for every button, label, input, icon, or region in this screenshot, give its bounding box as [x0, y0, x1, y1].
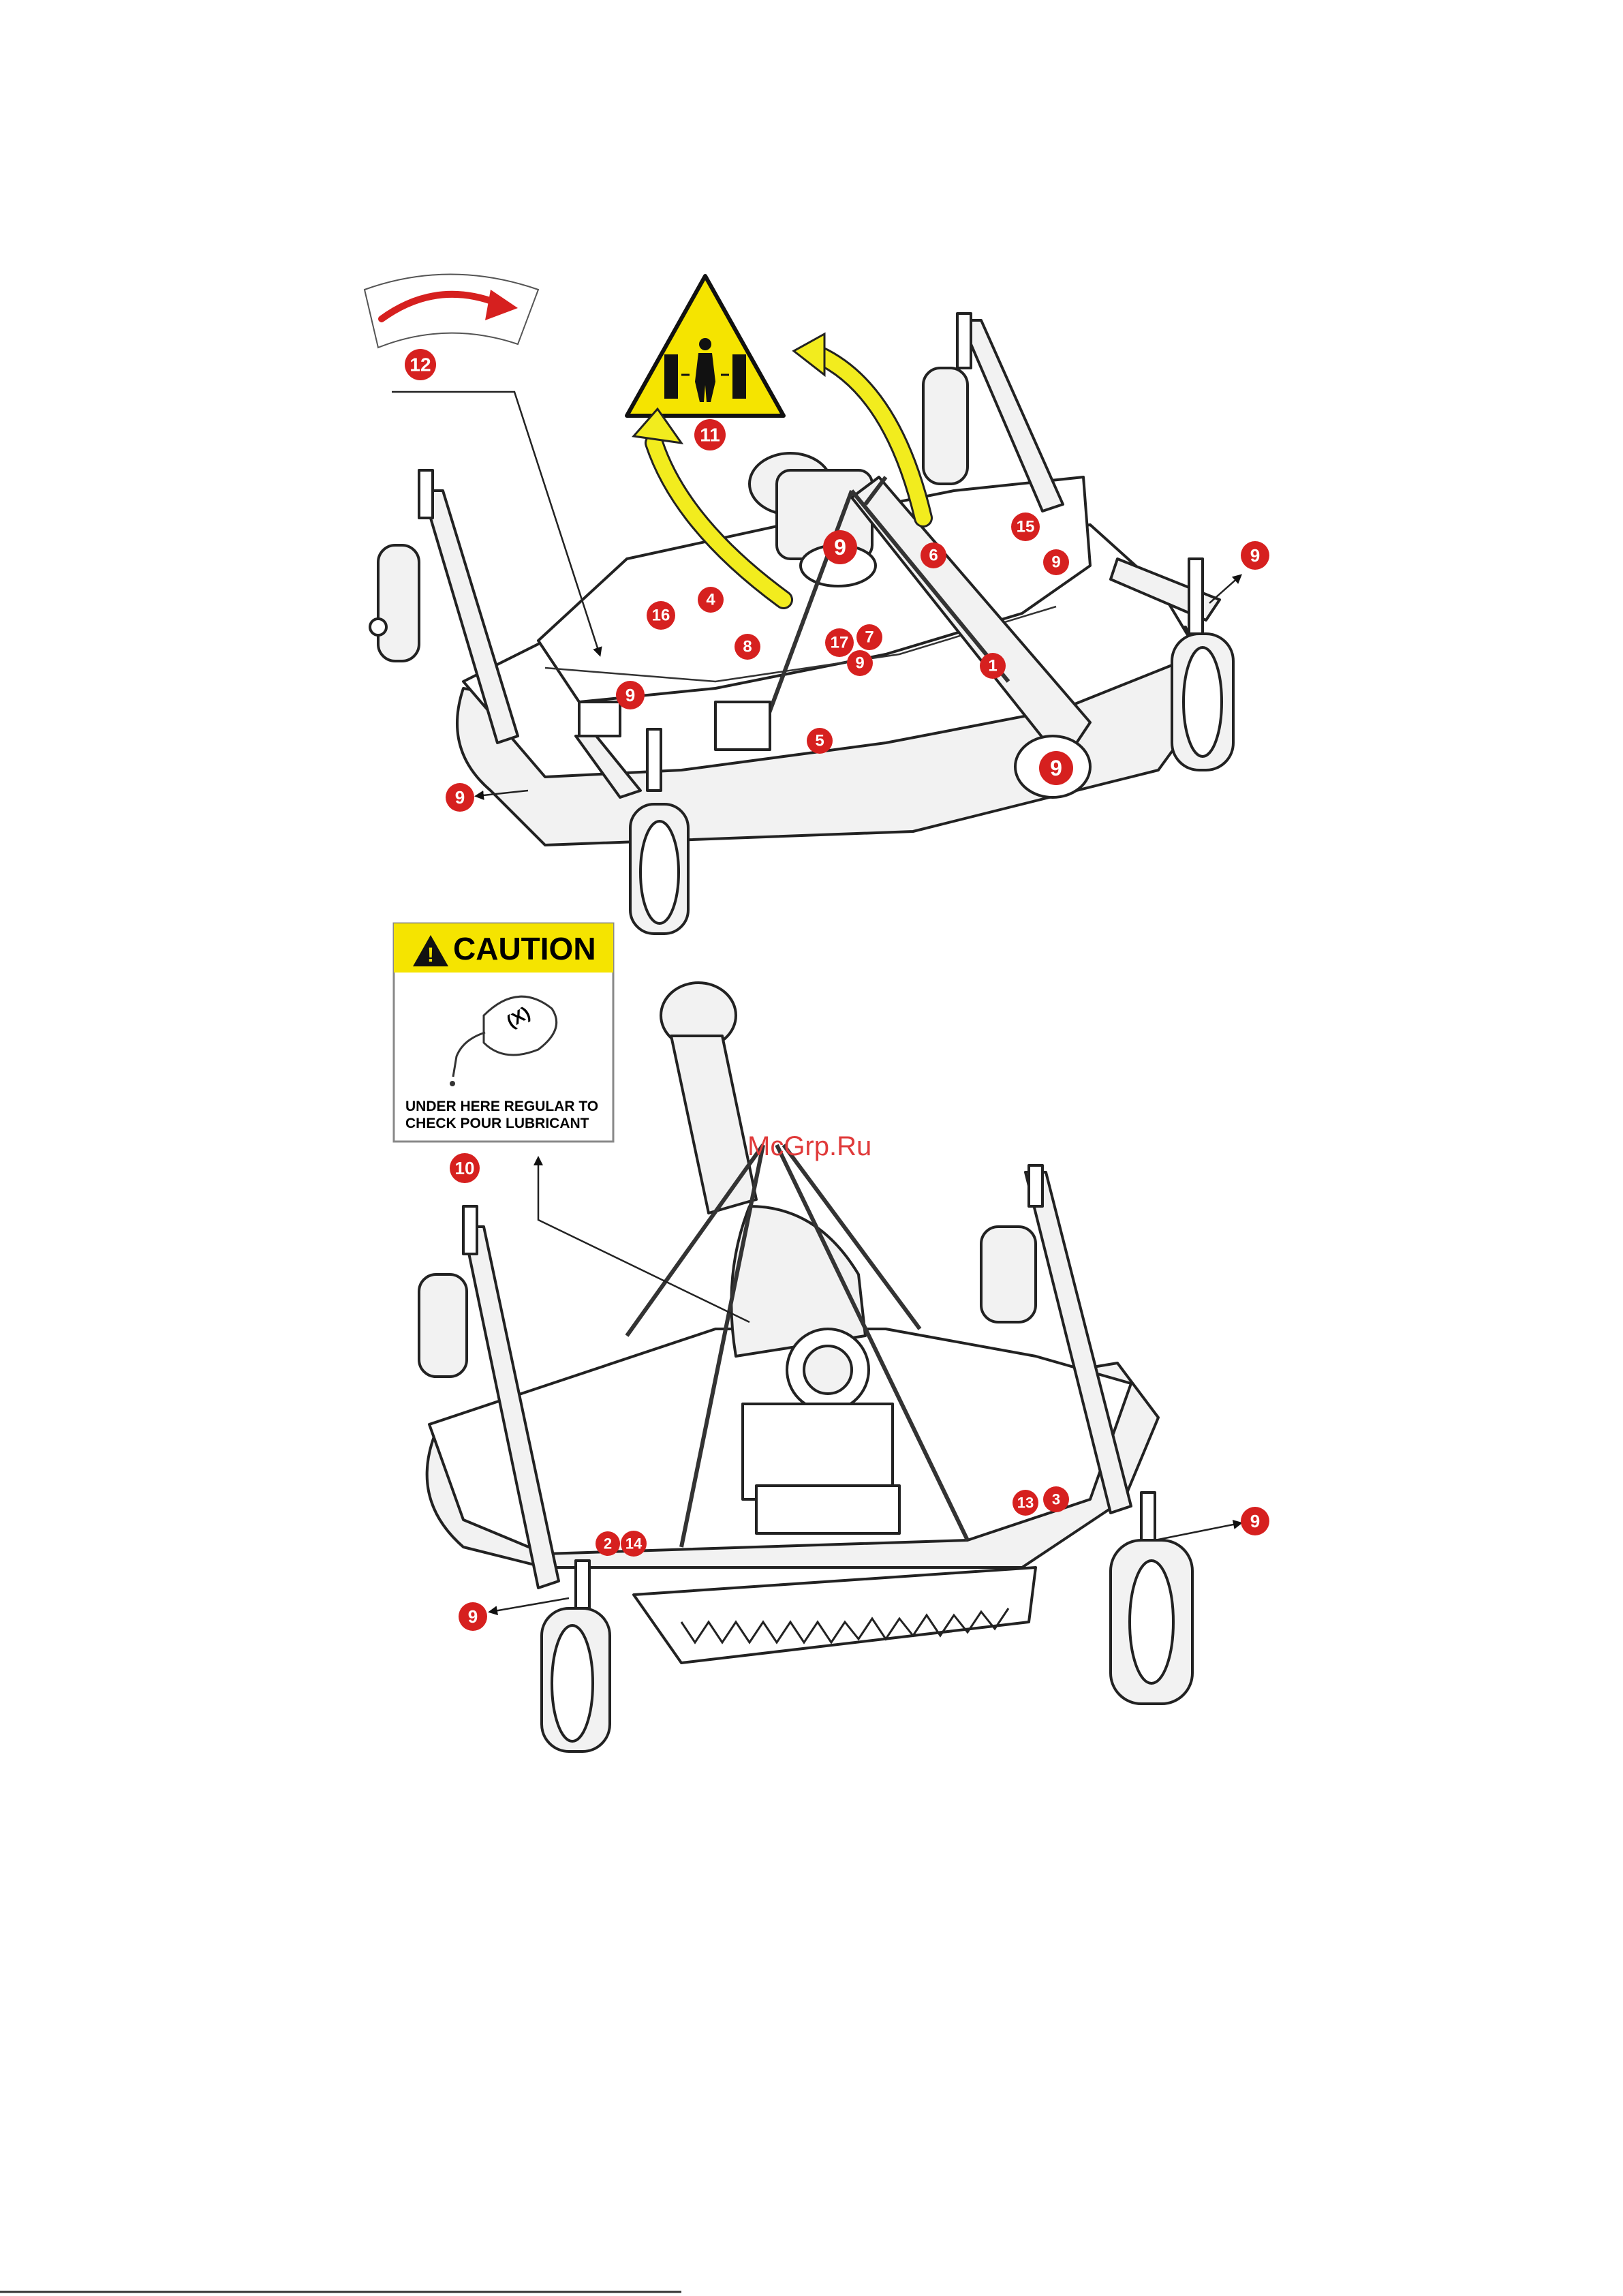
svg-text:17: 17 — [831, 634, 849, 652]
svg-text:11: 11 — [700, 425, 720, 446]
callout-9: 9 — [1241, 1507, 1269, 1535]
svg-text:9: 9 — [1250, 545, 1260, 566]
svg-text:1: 1 — [988, 657, 997, 675]
svg-text:5: 5 — [815, 732, 824, 750]
callout-5: 5 — [807, 728, 833, 754]
svg-text:3: 3 — [1052, 1491, 1060, 1508]
callout-3: 3 — [1043, 1486, 1069, 1512]
callout-9: 9 — [1241, 541, 1269, 570]
callout-13: 13 — [1013, 1490, 1038, 1516]
svg-text:9: 9 — [1051, 553, 1060, 572]
callout-1: 1 — [980, 653, 1006, 679]
svg-text:6: 6 — [929, 547, 938, 565]
svg-text:8: 8 — [743, 638, 752, 656]
callout-9: 9 — [823, 530, 857, 564]
svg-text:2: 2 — [604, 1535, 612, 1552]
svg-text:14: 14 — [625, 1535, 643, 1552]
callout-7: 7 — [856, 624, 882, 650]
callout-10: 10 — [450, 1153, 480, 1183]
svg-text:10: 10 — [455, 1158, 475, 1178]
crush-hazard-decal — [627, 276, 784, 416]
svg-text:12: 12 — [409, 354, 431, 376]
svg-text:7: 7 — [865, 628, 874, 647]
top-mower-illustration — [370, 313, 1233, 934]
watermark: McGrp.Ru — [747, 1131, 871, 1161]
callout-9: 9 — [1039, 751, 1073, 785]
svg-text:9: 9 — [1050, 756, 1062, 780]
svg-text:13: 13 — [1017, 1495, 1034, 1512]
callout-14: 14 — [621, 1531, 647, 1557]
svg-text:!: ! — [427, 944, 434, 966]
callout-9: 9 — [459, 1602, 487, 1631]
callout-9: 9 — [616, 681, 645, 709]
rotation-direction-decal — [365, 275, 538, 348]
callout-2: 2 — [596, 1531, 620, 1556]
callout-6: 6 — [921, 542, 946, 568]
callout-17: 17 — [825, 628, 854, 657]
svg-text:9: 9 — [1250, 1511, 1260, 1531]
caution-header: CAUTION — [453, 931, 596, 966]
svg-text:9: 9 — [468, 1606, 478, 1627]
caution-message-line2: CHECK POUR LUBRICANT — [405, 1116, 589, 1131]
caution-message-line1: UNDER HERE REGULAR TO — [405, 1099, 598, 1114]
svg-text:9: 9 — [625, 685, 635, 705]
callout-4: 4 — [698, 587, 724, 613]
caution-lubricant-decal: ! CAUTION (X) UNDER HERE REGULAR TO CHEC… — [394, 923, 613, 1142]
callout-9: 9 — [1043, 549, 1069, 575]
callout-8: 8 — [735, 634, 760, 660]
svg-text:4: 4 — [706, 591, 715, 609]
svg-text:16: 16 — [652, 607, 670, 625]
callout-12: 12 — [405, 349, 436, 380]
svg-text:9: 9 — [855, 654, 864, 673]
callout-11: 11 — [694, 419, 726, 450]
svg-text:9: 9 — [455, 787, 465, 808]
callout-9: 9 — [847, 650, 873, 676]
callout-16: 16 — [647, 601, 675, 630]
callout-9: 9 — [446, 783, 474, 812]
callout-15: 15 — [1011, 512, 1040, 541]
svg-text:15: 15 — [1017, 518, 1035, 536]
svg-text:9: 9 — [834, 535, 846, 560]
